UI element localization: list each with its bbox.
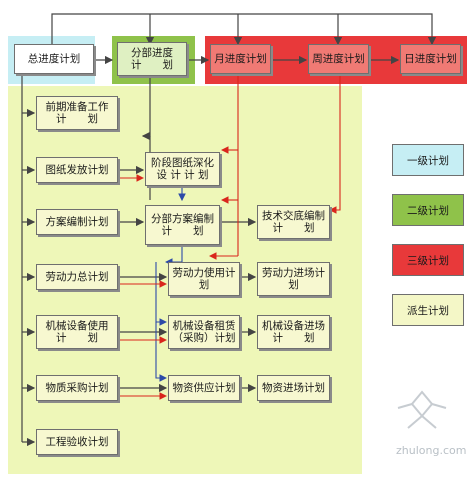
- legend-level1: 一级计划: [392, 144, 464, 176]
- material-entry-plan-node: 物资进场计划: [257, 375, 330, 401]
- equipment-use-plan-node: 机械设备使用计 划: [36, 315, 118, 349]
- material-purchase-plan-node: 物质采购计划: [36, 375, 118, 401]
- sub-schedule-line1: 分部进度: [131, 47, 173, 59]
- legend-derived: 派生计划: [392, 294, 464, 326]
- equipment-lease-plan-node: 机械设备租赁（采购）计划: [168, 315, 240, 349]
- sub-scheme-plan-node: 分部方案编制计 划: [145, 205, 220, 245]
- weekly-plan-node: 周进度计划: [308, 44, 369, 74]
- master-schedule-node: 总进度计划: [14, 44, 94, 74]
- legend-level3: 三级计划: [392, 244, 464, 276]
- tech-briefing-plan-node: 技术交底编制计 划: [257, 205, 330, 239]
- labor-use-plan-node: 劳动力使用计划: [168, 262, 240, 296]
- labor-entry-plan-node: 劳动力进场计划: [257, 262, 330, 296]
- daily-plan-label: 日进度计划: [404, 53, 457, 65]
- sub-schedule-node: 分部进度计 划: [117, 42, 187, 76]
- watermark-text: zhulong.com: [396, 444, 467, 457]
- material-supply-plan-node: 物资供应计划: [168, 375, 240, 401]
- acceptance-plan-node: 工程验收计划: [36, 429, 118, 455]
- drawing-deepening-plan-node: 阶段图纸深化设 计 计 划: [145, 152, 220, 186]
- equipment-entry-plan-node: 机械设备进场计 划: [257, 315, 330, 349]
- drawing-issue-plan-node: 图纸发放计划: [36, 157, 118, 183]
- prep-work-plan-node: 前期准备工作计 划: [36, 96, 118, 130]
- sub-schedule-line2: 计 划: [131, 59, 173, 71]
- legend-level2: 二级计划: [392, 194, 464, 226]
- master-schedule-label: 总进度计划: [27, 53, 81, 65]
- weekly-plan-label: 周进度计划: [312, 53, 365, 65]
- monthly-plan-label: 月进度计划: [214, 53, 267, 65]
- watermark-logo-icon: [397, 390, 447, 429]
- scheme-compile-plan-node: 方案编制计划: [36, 209, 118, 235]
- monthly-plan-node: 月进度计划: [210, 44, 271, 74]
- labor-master-plan-node: 劳动力总计划: [36, 264, 118, 290]
- daily-plan-node: 日进度计划: [400, 44, 461, 74]
